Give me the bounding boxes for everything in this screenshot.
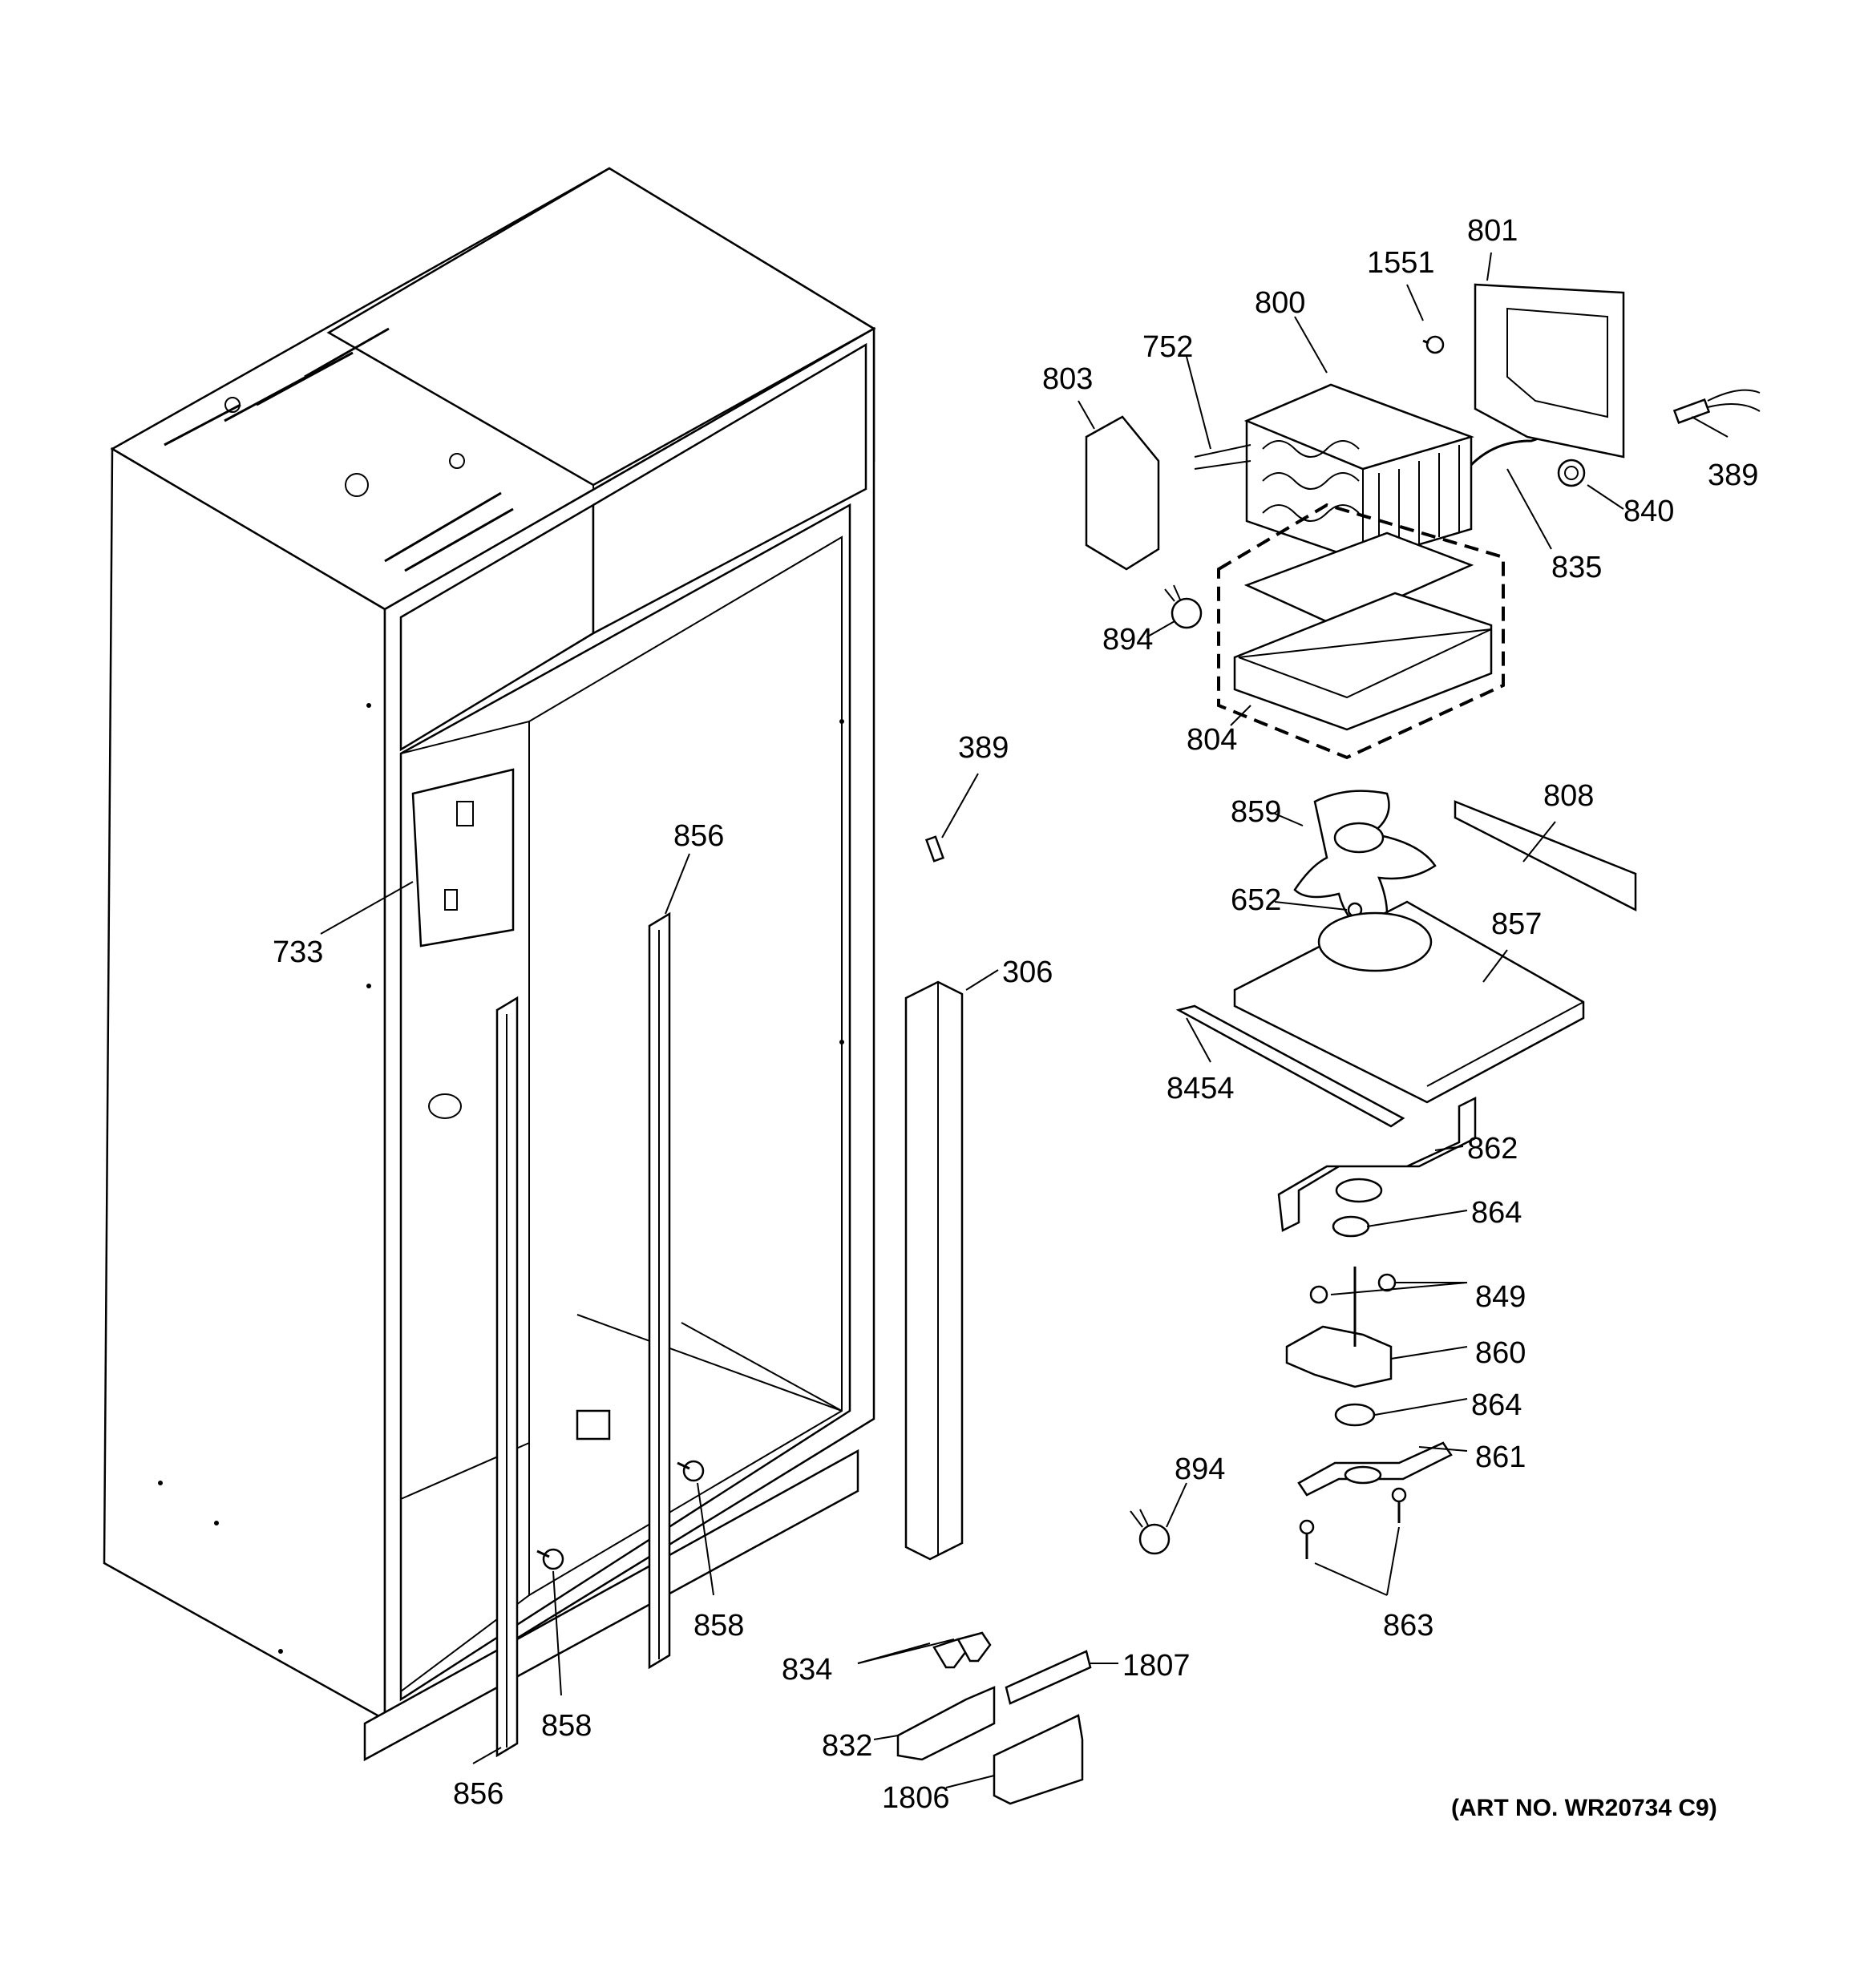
- callout-804: 804: [1187, 723, 1237, 757]
- evaporator-assembly: [1085, 283, 1761, 760]
- callout-652: 652: [1231, 883, 1281, 917]
- fan-assembly: [1130, 790, 1637, 1559]
- callout-1807: 1807: [1122, 1649, 1191, 1683]
- callout-306: 306: [1002, 956, 1053, 989]
- callout-858-right: 858: [693, 1609, 744, 1643]
- leader-lines: [320, 252, 1729, 1788]
- callout-840: 840: [1623, 495, 1674, 528]
- refrigerator-cabinet: [103, 167, 876, 1762]
- callout-856-upper: 856: [673, 819, 724, 853]
- door-gasket-channels: [495, 835, 964, 1758]
- callout-861: 861: [1475, 1440, 1526, 1474]
- callout-1806: 1806: [882, 1781, 950, 1815]
- callout-808: 808: [1543, 779, 1594, 813]
- callout-863: 863: [1383, 1609, 1433, 1643]
- callout-733: 733: [273, 935, 323, 969]
- callout-752: 752: [1142, 330, 1193, 364]
- callout-832: 832: [822, 1729, 872, 1763]
- art-number: (ART NO. WR20734 C9): [1451, 1795, 1717, 1821]
- callout-856-lower: 856: [453, 1777, 503, 1811]
- callout-864-lower: 864: [1471, 1388, 1522, 1422]
- callout-labels: 801 1551 800 752 803 389 840 835 894 804…: [273, 214, 1758, 1821]
- callout-864-upper: 864: [1471, 1196, 1522, 1230]
- callout-894-lower: 894: [1175, 1453, 1225, 1486]
- callout-800: 800: [1255, 286, 1305, 320]
- screw-858-parts: [536, 1460, 705, 1570]
- callout-8454: 8454: [1167, 1072, 1235, 1105]
- callout-862: 862: [1467, 1132, 1518, 1166]
- callout-835: 835: [1551, 551, 1602, 584]
- callout-859: 859: [1231, 795, 1281, 829]
- callout-834: 834: [782, 1653, 832, 1687]
- callout-1551: 1551: [1367, 246, 1435, 280]
- callout-894-upper: 894: [1102, 623, 1153, 657]
- callout-389-heater: 389: [1708, 459, 1758, 492]
- callout-849: 849: [1475, 1280, 1526, 1314]
- callout-860: 860: [1475, 1336, 1526, 1370]
- callout-858-left: 858: [541, 1709, 592, 1743]
- callout-857: 857: [1491, 907, 1542, 941]
- callout-389-pin: 389: [958, 731, 1009, 765]
- callout-801: 801: [1467, 214, 1518, 248]
- bottom-parts: [896, 1631, 1092, 1805]
- callout-803: 803: [1042, 362, 1093, 396]
